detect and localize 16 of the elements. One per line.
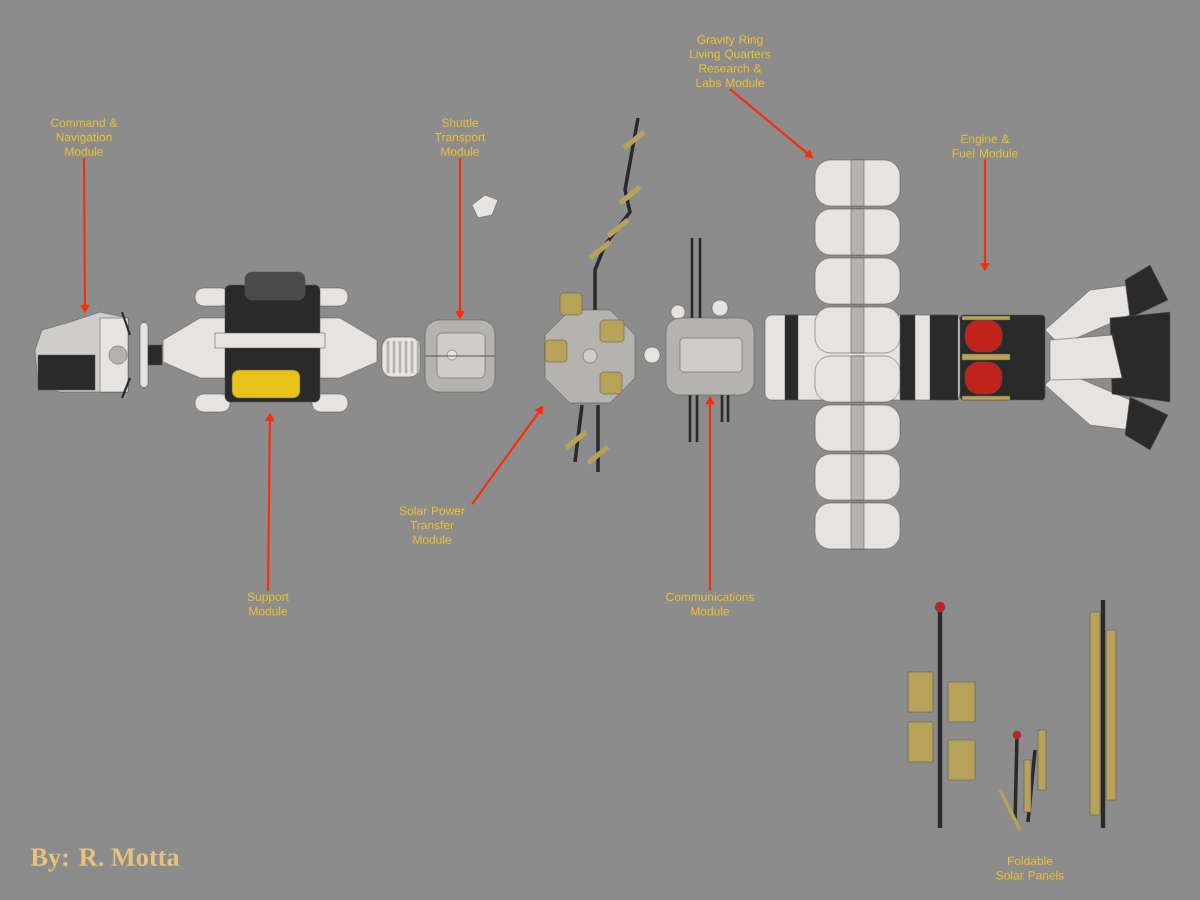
command-module-drawing [34, 311, 163, 399]
label: Foldable Solar Panels [996, 856, 1064, 880]
gravity-ring-drawing [764, 159, 961, 550]
credit-text: By: R. Motta [30, 848, 180, 872]
callout-label: Solar Power Transfer Module [399, 506, 465, 544]
callout-label: Support Module [247, 592, 289, 616]
callout-label: Shuttle Transport Module [434, 118, 486, 156]
communications-module-drawing [665, 238, 755, 442]
callout-label: Communications Module [666, 592, 755, 616]
callout-label: Command & Navigation Module [51, 118, 118, 156]
shuttle-module-drawing [424, 194, 499, 393]
solar-transfer-module-drawing [544, 117, 661, 472]
engine-module-drawing [959, 264, 1171, 451]
support-module-drawing [162, 271, 421, 413]
callout-label: Gravity Ring Living Quarters Research & Labs Module [690, 35, 771, 87]
callout-label: Engine & Fuel Module [952, 134, 1018, 158]
